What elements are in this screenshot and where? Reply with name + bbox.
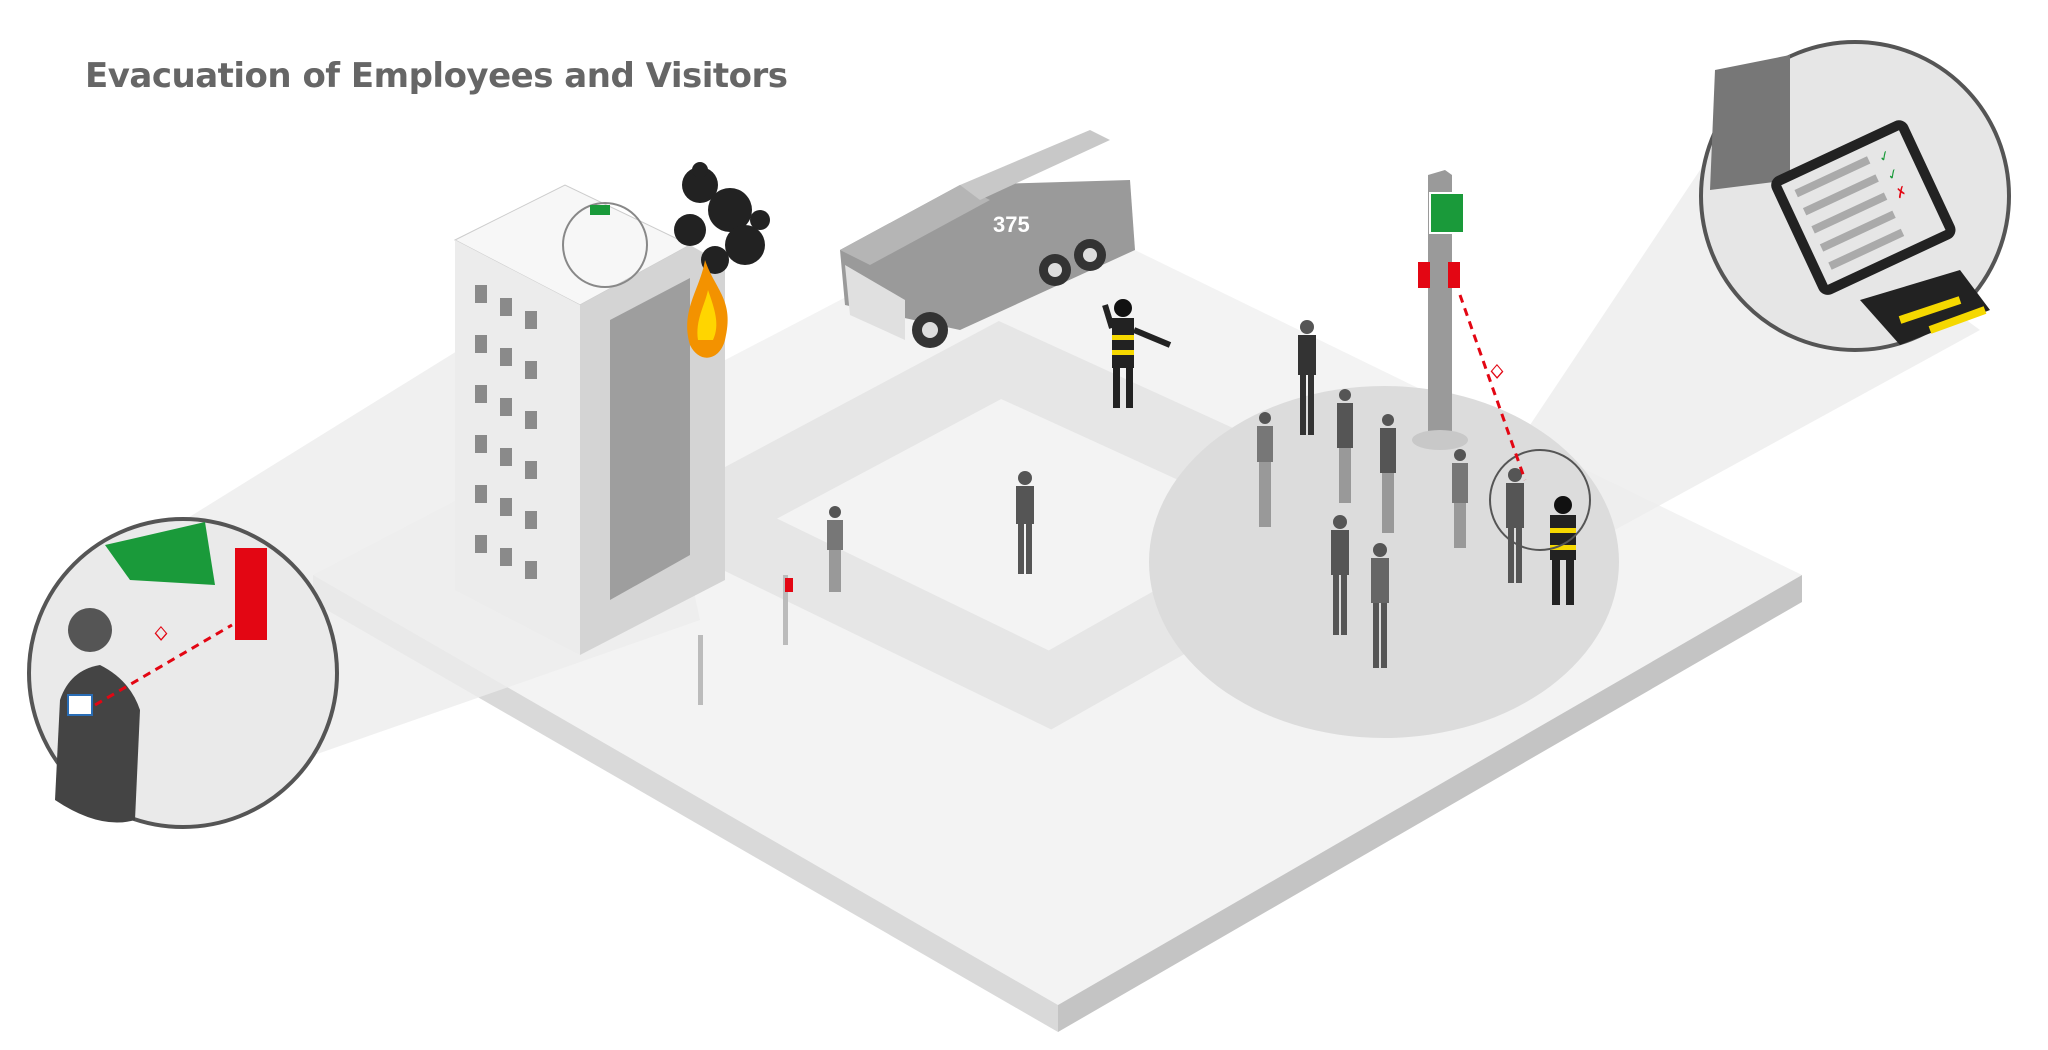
person <box>1371 543 1389 668</box>
office-detail-circle <box>562 202 648 288</box>
person <box>1337 389 1353 503</box>
office-building <box>453 184 725 655</box>
truck-number: 375 <box>993 212 1030 237</box>
svg-text:✓: ✓ <box>1876 148 1893 167</box>
zoom-circle-tablet-checklist: ✓ ✓ ✗ <box>1699 40 2011 352</box>
person <box>827 506 843 592</box>
page-title: Evacuation of Employees and Visitors <box>85 56 788 96</box>
assembly-point-pole <box>1412 170 1468 450</box>
person <box>1506 468 1524 583</box>
person <box>1380 414 1396 533</box>
bluetooth-link <box>1458 294 1527 481</box>
firefighter-directing <box>1102 299 1172 408</box>
assembly-point-sign-icon <box>1429 192 1465 234</box>
people <box>827 320 1524 668</box>
person <box>1257 412 1273 527</box>
zoom-circle-badge-reader: ᛜ <box>27 517 339 829</box>
svg-text:✗: ✗ <box>1893 184 1910 203</box>
exit-sign-icon <box>590 205 610 215</box>
bluetooth-beacon <box>1418 262 1430 288</box>
checklist-tablet-icon: ✓ ✓ ✗ <box>1771 120 1956 295</box>
bluetooth-icon: ᛜ <box>1488 356 1506 391</box>
person <box>1452 449 1468 548</box>
bluetooth-icon: ᛜ <box>152 618 170 653</box>
reader-post <box>698 635 703 705</box>
fire-truck: 375 <box>840 130 1135 348</box>
person <box>1298 320 1316 435</box>
smoke-icon <box>674 162 770 274</box>
reader-post <box>783 575 788 645</box>
svg-text:✓: ✓ <box>1885 166 1902 185</box>
person <box>1016 471 1034 574</box>
person <box>1331 515 1349 635</box>
id-badge <box>67 694 93 716</box>
firefighter-with-tablet <box>1489 449 1591 605</box>
